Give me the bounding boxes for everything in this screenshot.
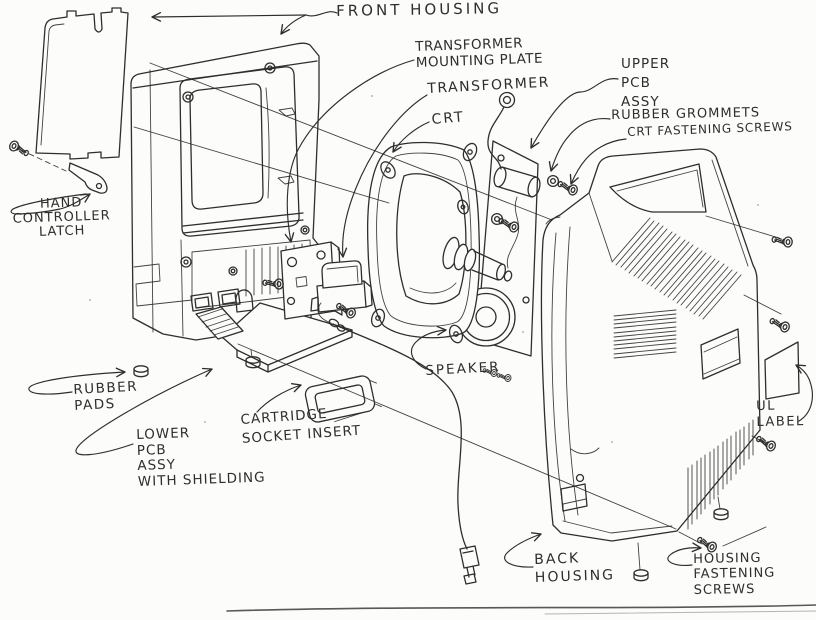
crt-leader: [392, 121, 430, 153]
crt-fastening-screw-part: [555, 179, 580, 197]
crt-part: [367, 141, 513, 344]
label-front-housing: FRONT HOUSING: [336, 0, 503, 20]
label-ul-label: UL LABEL: [756, 398, 805, 430]
back-housing-leader: [504, 532, 542, 568]
bottom-rule: [226, 604, 816, 615]
rubber-grommet-part: [546, 174, 560, 188]
transformer-wire-harness: [487, 91, 541, 269]
back-housing-part: [540, 148, 761, 542]
rubber-grommets-leader: [548, 117, 611, 172]
lower-pcb-leader: [75, 367, 213, 456]
crt-screws-leader: [569, 138, 627, 185]
ul-label-leader: [795, 364, 813, 422]
scan-artifacts: [89, 95, 759, 443]
transformer-part: [310, 260, 373, 324]
label-back-housing: BACK HOUSING: [534, 550, 616, 586]
label-housing-fastening-screws: HOUSING FASTENING SCREWS: [693, 550, 776, 598]
lower-pcb-part: [195, 302, 353, 373]
hand-controller-latch-part: [68, 162, 108, 194]
speaker-leader: [410, 325, 447, 370]
upper-pcb-leader: [530, 78, 619, 149]
leader-arrows: [10, 11, 813, 568]
housing-screws-leader: [667, 542, 702, 566]
power-cord: [328, 318, 480, 585]
label-hand-controller-latch: HAND CONTROLLER LATCH: [12, 195, 111, 240]
cartridge-socket-insert-part: [304, 375, 382, 423]
label-crt: CRT: [431, 109, 466, 128]
cartridge-leader: [256, 382, 302, 413]
label-rubber-pads: RUBBER PADS: [73, 378, 139, 415]
rubber-pad-feet: [133, 349, 729, 582]
ul-label-part: [764, 341, 800, 400]
front-housing-leader: [151, 11, 338, 22]
label-upper-pcb: UPPER PCB ASSY: [621, 56, 671, 110]
latch-leader: [12, 193, 87, 210]
mounting-plate-leader: [284, 59, 415, 243]
alignment-lines: [20, 62, 782, 547]
rear-door-panel: [35, 7, 129, 160]
label-transformer-mounting-plate: TRANSFORMER MOUNTING PLATE: [415, 35, 544, 72]
transformer-leader: [337, 94, 428, 258]
rubber-pads-leader: [28, 367, 126, 395]
